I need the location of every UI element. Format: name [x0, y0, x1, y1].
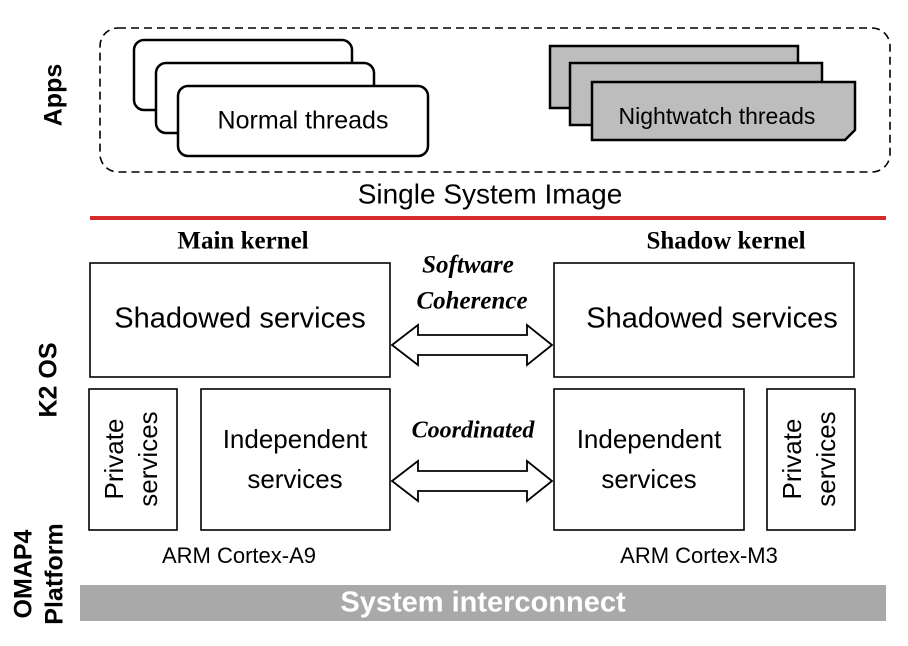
shadow-kernel-title: Shadow kernel [646, 228, 805, 255]
software-coherence-arrow [390, 323, 554, 367]
shadow-cpu-label: ARM Cortex-M3 [620, 543, 778, 568]
main-independent-services-line2: services [247, 464, 342, 494]
nightwatch-threads-stack: Nightwatch threads [548, 44, 857, 142]
apps-container [99, 27, 891, 173]
main-private-services-line2: services [133, 411, 163, 506]
system-interconnect-bar [80, 585, 886, 621]
shadow-independent-services-line2: services [601, 464, 696, 494]
shadow-private-services-line2: services [811, 411, 841, 506]
main-shadowed-services-label: Shadowed services [114, 303, 365, 335]
single-system-image-label: Single System Image [358, 178, 623, 209]
platform-side-label-line1: OMAP4 [10, 529, 38, 618]
nightwatch-threads-label: Nightwatch threads [619, 103, 816, 129]
main-independent-services-box [200, 388, 391, 531]
main-private-services-box [88, 388, 178, 531]
main-independent-services-line1: Independent [223, 424, 368, 454]
shadow-shadowed-services-box [553, 262, 855, 378]
shadow-independent-services-box [553, 388, 745, 531]
coordinated-arrow [390, 459, 554, 503]
software-coherence-label-line2: Coherence [416, 288, 527, 315]
main-private-services-line1: Private [99, 419, 129, 500]
shadow-independent-services-line1: Independent [577, 424, 722, 454]
normal-threads-label: Normal threads [218, 107, 389, 135]
system-interconnect-label: System interconnect [340, 587, 626, 619]
platform-side-label-line2: Platform [41, 523, 69, 624]
software-coherence-label-line1: Software [422, 252, 514, 279]
coordinated-label: Coordinated [412, 418, 536, 444]
shadow-private-services-line1: Private [777, 419, 807, 500]
shadow-private-services-box [766, 388, 856, 531]
main-kernel-title: Main kernel [177, 228, 308, 255]
normal-threads-stack: Normal threads [132, 38, 430, 158]
main-shadowed-services-box [89, 262, 391, 378]
nightwatch-card-front [590, 80, 857, 142]
apps-side-label: Apps [40, 64, 68, 127]
main-cpu-label: ARM Cortex-A9 [162, 543, 316, 568]
shadow-shadowed-services-label: Shadowed services [586, 303, 837, 335]
os-side-label: K2 OS [35, 342, 63, 417]
